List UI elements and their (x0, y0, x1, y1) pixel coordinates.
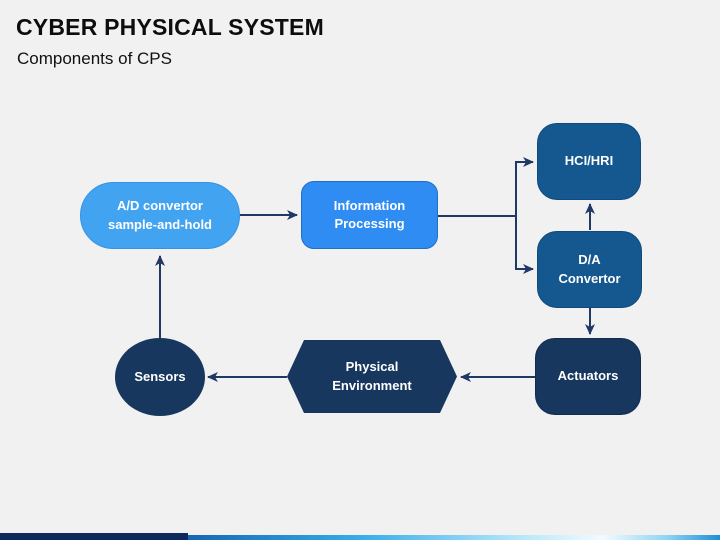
footer-accent-bar (0, 533, 720, 540)
node-da-convertor: D/A Convertor (537, 231, 642, 308)
node-label: D/A Convertor (558, 251, 620, 287)
node-hci-hri: HCI/HRI (537, 123, 641, 200)
node-label-line: Actuators (557, 368, 619, 384)
node-label: Physical Environment (332, 358, 411, 394)
node-label-line: Processing (334, 216, 405, 231)
node-label-line: HCI/HRI (564, 153, 614, 169)
node-label: A/D convertor sample-and-hold (108, 197, 212, 233)
footer-bar-gradient-segment (188, 535, 720, 540)
footer-bar-navy-segment (0, 533, 188, 540)
node-label-line: A/D convertor (117, 198, 203, 214)
node-label-line: D/A (578, 252, 601, 268)
node-label-line: Physical (345, 359, 399, 375)
node-label-line: Convertor (558, 270, 621, 286)
node-information-processing: Information Processing (301, 181, 438, 249)
node-actuators: Actuators (535, 338, 641, 415)
node-ad-convertor: A/D convertor sample-and-hold (80, 182, 240, 249)
node-label-line: Sensors (134, 368, 186, 384)
node-label-line: Environment (332, 377, 412, 393)
node-label-line: Information (333, 197, 406, 213)
node-sensors: Sensors (115, 338, 205, 416)
arrow-ip-to-hci (438, 157, 534, 217)
node-label: Information Processing (334, 197, 406, 233)
node-label: HCI/HRI (565, 152, 613, 170)
page-title: CYBER PHYSICAL SYSTEM (16, 14, 324, 40)
node-label-line: sample-and-hold (107, 216, 212, 232)
node-label: Actuators (558, 367, 619, 385)
page-subtitle: Components of CPS (17, 49, 172, 68)
node-label: Sensors (134, 368, 185, 386)
arrow-ip-to-da (515, 216, 534, 274)
node-physical-environment: Physical Environment (287, 340, 457, 413)
